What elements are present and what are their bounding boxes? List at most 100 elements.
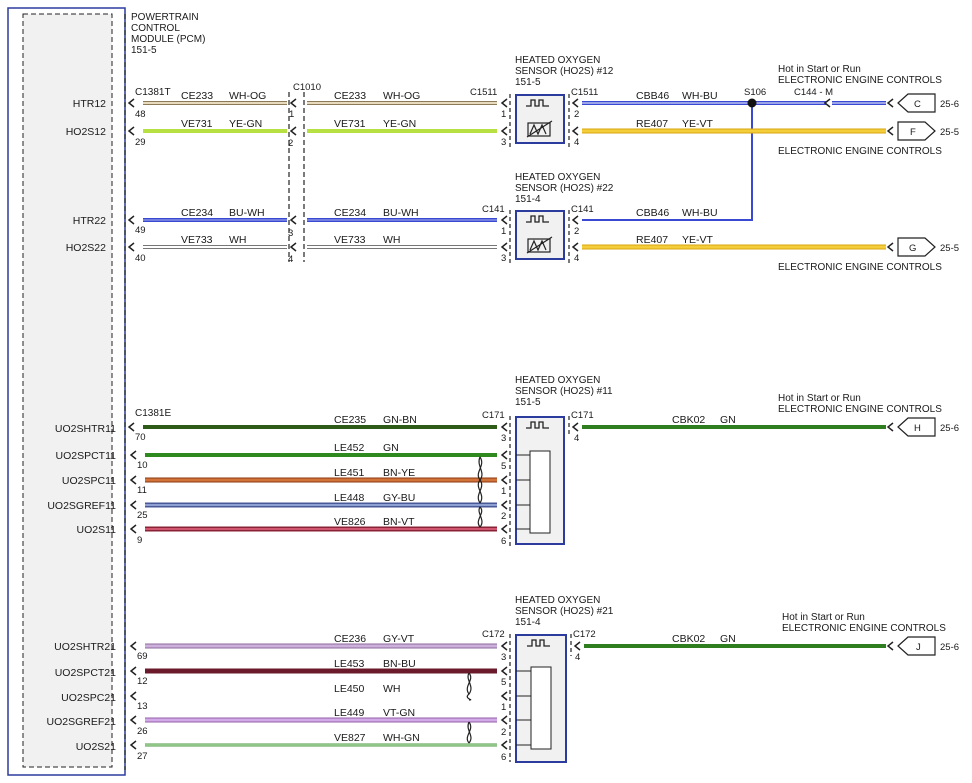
color-wh-a: WH	[229, 234, 247, 246]
circuit-ce234-b: CE234	[334, 207, 366, 219]
sensor11-pin-3: 3	[501, 433, 506, 444]
sensor12-title-1: HEATED OXYGEN	[515, 55, 600, 66]
sensor21-wires: CE236 GY-VT LE453 BN-BU LE450 WH LE449 V…	[145, 633, 497, 747]
color-gy-vt: GY-VT	[383, 633, 415, 645]
offpage-c-flag	[897, 93, 936, 113]
splice-s106	[747, 98, 757, 108]
upper-wires	[143, 101, 497, 249]
sensor11-conn-right: C171	[571, 410, 594, 421]
splice-s106-label: S106	[744, 87, 766, 98]
pcm-arrow-ho2s12	[127, 126, 135, 136]
sensor11-cell-icon	[529, 450, 551, 534]
pcm-arrows	[127, 98, 137, 750]
pcm-pin-70: 70	[135, 432, 146, 443]
offpage-f-arrow	[886, 126, 894, 136]
sensor-ho2s21: HEATED OXYGEN SENSOR (HO2S) #21 151-4 C1…	[482, 595, 946, 763]
sensor11-arrow-1	[500, 475, 508, 485]
eec-caption-5: ELECTRONIC ENGINE CONTROLS	[782, 623, 946, 634]
circuit-re407-b: RE407	[636, 234, 668, 246]
sensor11-title-2: SENSOR (HO2S) #11	[515, 386, 613, 397]
offpage-j: J 25-6	[886, 636, 959, 656]
sensor22-title-1: HEATED OXYGEN	[515, 172, 600, 183]
sensor11-pin-2: 2	[501, 511, 506, 522]
pin-label-uo2shtr11: UO2SHTR11	[55, 423, 116, 435]
color-gn-bn: GN-BN	[383, 414, 417, 426]
pcm-title-3: MODULE (PCM)	[131, 34, 205, 45]
sensor21-conn-left: C172	[482, 629, 505, 640]
sensor12-conn-right: C1511	[571, 87, 598, 98]
color-wh-b: WH	[383, 234, 401, 246]
offpage-j-ref: 25-6	[940, 642, 959, 653]
sensor21-pin-2: 2	[501, 727, 506, 738]
pcm-pin-29: 29	[135, 137, 146, 148]
circuit-ce234-a: CE234	[181, 207, 213, 219]
pin-label-uo2s11: UO2S11	[77, 524, 117, 536]
color-bn-ye: BN-YE	[383, 467, 415, 479]
pcm-arrow-uo2shtr21	[129, 641, 137, 651]
pin-label-uo2spc11: UO2SPC11	[62, 475, 116, 487]
pin-label-uo2s21: UO2S21	[76, 741, 116, 753]
offpage-h-flag	[897, 417, 936, 437]
pcm-pin-10: 10	[137, 460, 148, 471]
offpage-h-arrow	[886, 422, 894, 432]
twisted-pair-21d-icon	[466, 721, 472, 744]
sensor12-element-icon	[527, 122, 551, 137]
offpage-f-letter: F	[910, 127, 916, 138]
offpage-h-ref: 25-6	[940, 423, 959, 434]
circuit-ve826: VE826	[334, 516, 366, 528]
upper-right-wires: S106 C144 - M CBB46 WH-BU CBB46 WH-BU RE…	[582, 64, 942, 273]
sensor21-arrow-5	[500, 666, 508, 676]
sensor21-cell-leads-icon	[516, 670, 531, 746]
sensor21-cell-icon	[530, 666, 552, 750]
sensor12-title-3: 151-5	[515, 77, 541, 88]
sensor11-pin-5: 5	[501, 461, 506, 472]
sensor11-arrow-6	[500, 524, 508, 534]
offpage-h: H 25-6	[886, 417, 959, 437]
color-wh-2: WH	[383, 683, 401, 695]
sensor11-arrow-5	[500, 450, 508, 460]
pin-label-uo2shtr21: UO2SHTR21	[54, 641, 116, 653]
hot-caption-3: Hot in Start or Run	[782, 612, 865, 623]
offpage-f: F 25-5	[886, 121, 959, 141]
pin-label-ho2s22: HO2S22	[66, 242, 106, 254]
eec-caption-4: ELECTRONIC ENGINE CONTROLS	[778, 404, 942, 415]
sensor22-arrow-2	[571, 215, 579, 225]
sensor22-title-3: 151-4	[515, 194, 541, 205]
twisted-pair-21b-icon	[466, 672, 472, 695]
offpage-c-arrow	[886, 98, 894, 108]
circuit-cbb46-a: CBB46	[636, 90, 669, 102]
color-wh-gn: WH-GN	[383, 732, 420, 744]
pin-label-htr12: HTR12	[73, 98, 106, 110]
sensor22-pin-3: 3	[501, 253, 506, 264]
color-wh-og-a: WH-OG	[229, 90, 266, 102]
color-wh-bu-b: WH-BU	[682, 207, 718, 219]
pin-label-uo2spct11: UO2SPCT11	[56, 450, 117, 462]
offpage-j-letter: J	[916, 642, 921, 653]
sensor11-title-1: HEATED OXYGEN	[515, 375, 600, 386]
offpage-j-flag	[897, 636, 936, 656]
sensor21-title-2: SENSOR (HO2S) #21	[515, 606, 614, 617]
pcm-title-2: CONTROL	[131, 23, 180, 34]
circuit-le449: LE449	[334, 707, 365, 719]
pin-label-uo2sgref11: UO2SGREF11	[47, 500, 116, 512]
sensor21-arrow-6	[500, 740, 508, 750]
sensor11-pin-1: 1	[501, 486, 506, 497]
sensor12-body	[515, 94, 565, 144]
c1010-arrow-4	[289, 242, 297, 252]
offpage-h-letter: H	[914, 423, 921, 434]
color-ye-vt-b: YE-VT	[682, 234, 714, 246]
sensor22-variable-icon	[526, 236, 553, 254]
pcm-pin-26: 26	[137, 726, 148, 737]
c144-arrow	[823, 98, 831, 108]
c1010-arrow-1	[289, 98, 297, 108]
pcm-arrow-uo2spct11	[129, 450, 137, 460]
twisted-pair-11c-icon	[478, 506, 483, 528]
pcm-inner-box	[22, 13, 113, 768]
eec-caption-3: ELECTRONIC ENGINE CONTROLS	[778, 262, 942, 273]
pcm-title-1: POWERTRAIN	[131, 12, 199, 23]
sensor12-title-2: SENSOR (HO2S) #12	[515, 66, 614, 77]
sensor11-heater-icon	[526, 421, 549, 429]
pin-label-uo2spct21: UO2SPCT21	[55, 667, 116, 679]
circuit-ce236: CE236	[334, 633, 366, 645]
